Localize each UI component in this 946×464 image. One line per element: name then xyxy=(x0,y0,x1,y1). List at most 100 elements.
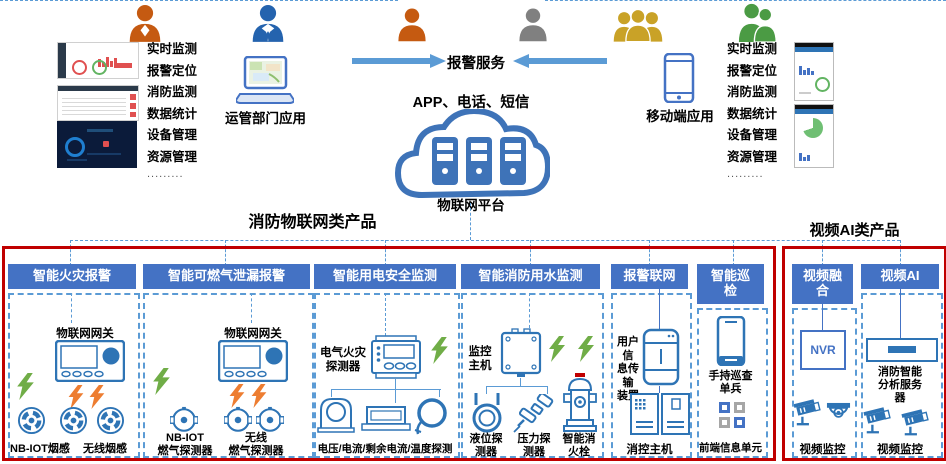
col8-line xyxy=(900,289,901,338)
feature-item: 数据统计 xyxy=(727,106,778,121)
green-lightning-icon xyxy=(549,336,565,362)
stub-col3 xyxy=(385,240,386,266)
feature-item: 设备管理 xyxy=(147,128,198,142)
feature-item: 消防监测 xyxy=(727,85,778,99)
operator-person-icon xyxy=(127,4,163,42)
fire-control-host-label: 消控主机 xyxy=(626,444,673,456)
analysis-server-label: 消防智能 分析服务 器 xyxy=(878,366,922,404)
ellipsis: ......... xyxy=(147,168,184,180)
stub-col8 xyxy=(900,240,901,266)
qr-code-icon xyxy=(719,402,745,428)
left-feature-list: 实时监测 报警定位 消防监测 数据统计 设备管理 资源管理 ......... xyxy=(147,39,197,180)
column-box-video-fusion xyxy=(792,308,857,458)
green-lightning-icon xyxy=(17,373,34,400)
col3-branch-left xyxy=(331,389,332,397)
green-lightning-icon xyxy=(431,337,448,364)
mobile-app-label: 移动端应用 xyxy=(646,109,714,124)
col3-branch-right xyxy=(439,389,440,397)
feature-item: 资源管理 xyxy=(147,149,198,164)
col5-line2 xyxy=(659,386,660,393)
pressure-detector-label: 压力探 测器 xyxy=(517,433,551,458)
alarm-recipient-person-icon xyxy=(396,7,428,42)
stub-col4 xyxy=(530,240,531,266)
iot-gateway-icon xyxy=(218,340,288,382)
analysis-server-icon xyxy=(866,338,938,362)
iot-cloud-icon xyxy=(390,109,550,203)
level-detector-icon xyxy=(467,392,507,434)
feature-item: 报警定位 xyxy=(147,63,198,78)
nvr-box: NVR xyxy=(800,330,846,370)
feature-item: 数据统计 xyxy=(147,106,198,121)
dashboard-screenshot-3 xyxy=(57,121,137,168)
dashed-divider-right xyxy=(545,0,946,1)
orange-lightning-icon xyxy=(68,385,84,409)
green-lightning-icon xyxy=(578,336,594,362)
arrow-left-icon xyxy=(513,54,607,68)
column-header-video-ai: 视频AI xyxy=(861,264,939,289)
bullet-camera-icon xyxy=(863,406,893,436)
column-header-fire-alarm: 智能火灾报警 xyxy=(8,264,136,289)
current-transformer-icon xyxy=(317,395,355,433)
terminal-device-icon xyxy=(361,404,411,432)
ct-ring-icon xyxy=(412,394,450,436)
col3-stub xyxy=(385,293,386,336)
smoke-detector-icon xyxy=(59,406,88,435)
orange-lightning-icon xyxy=(89,385,105,409)
gas-detector-icon xyxy=(170,406,198,434)
col4-stub xyxy=(529,293,530,328)
dome-camera-icon xyxy=(826,402,851,427)
fire-hydrant-icon xyxy=(562,372,598,432)
nvr-label: NVR xyxy=(810,343,836,357)
col3-branch-mid xyxy=(395,389,396,403)
cloud-drop-line xyxy=(470,203,471,240)
column-box-video-ai xyxy=(861,293,943,458)
mobile-screenshot-2 xyxy=(794,104,834,168)
stub-col1 xyxy=(70,240,71,266)
smoke-detector-icon xyxy=(96,406,125,435)
col4-drop-line xyxy=(520,378,521,386)
gas-detector-icon xyxy=(224,406,252,434)
video-monitor-label: 视频监控 xyxy=(877,444,923,456)
nbiot-gas-detector-label: NB-IOT 燃气探测器 xyxy=(157,432,213,457)
stub-col6 xyxy=(733,240,734,266)
bus-line xyxy=(70,240,900,241)
fire-control-cabinets-icon xyxy=(629,392,691,436)
platform-label: 物联网平台 xyxy=(437,198,505,213)
col2-stub xyxy=(251,293,252,323)
mobile-screenshot-1 xyxy=(794,42,834,101)
col4-branch-left xyxy=(486,386,487,394)
feature-item: 报警定位 xyxy=(727,63,778,78)
orange-lightning-icon xyxy=(229,384,245,408)
dashed-divider-left xyxy=(0,0,398,1)
column-header-alarm-network: 报警联网 xyxy=(611,264,688,289)
stub-col7 xyxy=(822,240,823,266)
channels-label: APP、电话、短信 xyxy=(412,95,530,111)
mobile-user-person-icon xyxy=(738,2,778,42)
pressure-detector-icon xyxy=(512,394,556,434)
column-header-video-fusion: 视频融 合 xyxy=(792,264,853,304)
bullet-camera-icon xyxy=(901,408,931,438)
col5-line xyxy=(659,289,660,330)
ops-app-label: 运管部门应用 xyxy=(225,111,306,126)
column-header-water-monitor: 智能消防用水监测 xyxy=(461,264,600,289)
wireless-gas-detector-label: 无线 燃气探测器 xyxy=(228,432,284,457)
transmission-device-icon xyxy=(642,328,680,386)
wireless-smoke-label: 无线烟感 xyxy=(83,443,127,455)
column-header-gas-leak: 智能可燃气泄漏报警 xyxy=(143,264,310,289)
patrol-soldier-label: 手持巡查 单兵 xyxy=(708,370,753,395)
orange-lightning-icon xyxy=(251,384,267,408)
stub-col5 xyxy=(649,240,650,266)
smoke-detector-icon xyxy=(17,406,46,435)
smart-hydrant-label: 智能消 火栓 xyxy=(562,433,596,458)
nbiot-smoke-label: NB-IOT烟感 xyxy=(10,443,70,455)
feature-item: 资源管理 xyxy=(727,149,778,164)
dashboard-screenshot-1 xyxy=(57,42,139,79)
handheld-phone-icon xyxy=(715,316,747,366)
green-lightning-icon xyxy=(153,368,170,395)
arrow-right-icon xyxy=(352,54,446,68)
column-header-electric-safety: 智能用电安全监测 xyxy=(314,264,456,289)
video-monitor-label: 视频监控 xyxy=(799,444,846,456)
level-detector-label: 液位探 测器 xyxy=(469,433,503,458)
gateway-label: 物联网网关 xyxy=(224,328,282,340)
